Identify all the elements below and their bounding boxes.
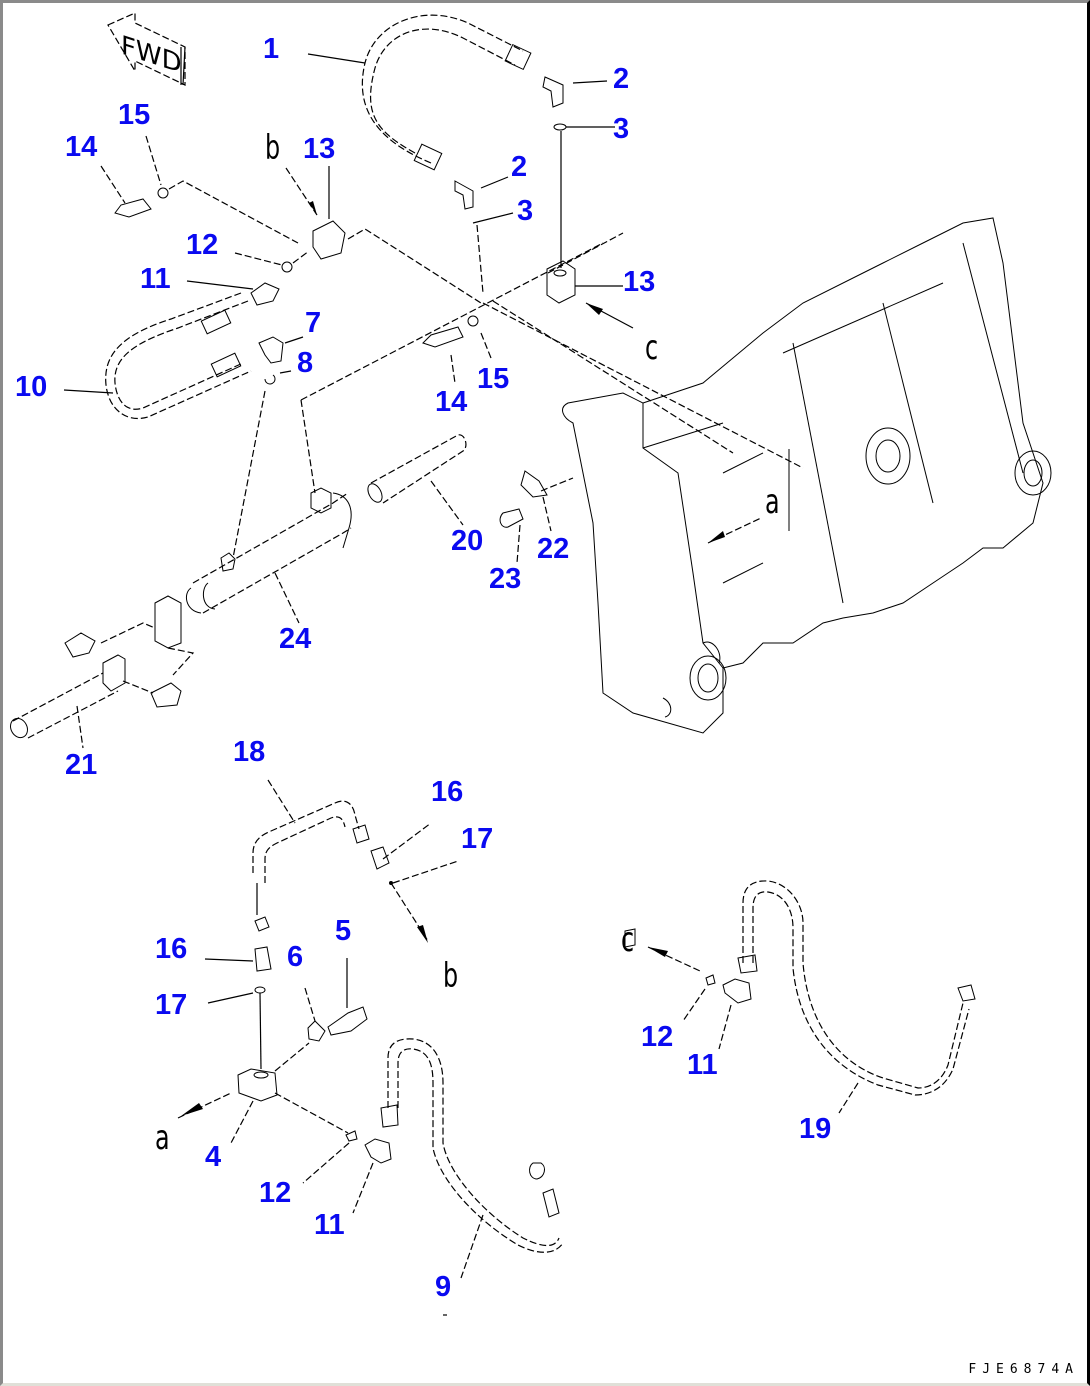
callout-11[interactable]: 11 [140,263,171,295]
hose-9 [380,1038,564,1316]
callout-24[interactable]: 24 [279,623,312,655]
callout-6[interactable]: 6 [287,941,304,973]
callout-3[interactable]: 3 [517,195,534,227]
callout-11[interactable]: 11 [687,1049,718,1081]
reference-a: a [155,1118,170,1158]
hose-1 [307,14,532,171]
fwd-arrow-icon: FWD [107,12,186,86]
callout-19[interactable]: 19 [799,1113,832,1145]
block-4-assembly [177,958,368,1144]
callout-2[interactable]: 2 [511,151,528,183]
callout-10[interactable]: 10 [15,371,48,403]
cross-connection-lines [300,232,804,469]
callout-5[interactable]: 5 [335,915,352,947]
callout-17[interactable]: 17 [461,823,494,855]
callout-16[interactable]: 16 [155,933,188,965]
callout-12[interactable]: 12 [186,229,219,261]
reference-b: b [443,956,459,996]
bolt-washer-mid [422,315,574,564]
reference-c: c [645,328,659,368]
callout-20[interactable]: 20 [451,525,484,557]
callout-1[interactable]: 1 [263,33,280,65]
callout-17[interactable]: 17 [155,989,188,1021]
callout-12[interactable]: 12 [259,1177,292,1209]
tube-18 [204,779,459,1070]
elbow-fitting-2b [454,176,514,294]
callout-12[interactable]: 12 [641,1021,674,1053]
reference-b: b [265,128,281,168]
upper-left-connection [100,135,482,306]
callout-2[interactable]: 2 [613,63,630,95]
callout-16[interactable]: 16 [431,776,464,808]
callout-23[interactable]: 23 [489,563,522,595]
callout-3[interactable]: 3 [613,113,630,145]
callout-14[interactable]: 14 [435,386,468,418]
callout-22[interactable]: 22 [537,533,570,565]
block-13-right [546,260,634,329]
reference-a: a [765,482,780,522]
pin-20 [367,434,467,526]
elbow-11-12-right [624,928,752,1050]
diagram-linework: FWD [10,12,1052,1316]
loader-frame [562,217,1052,734]
callout-18[interactable]: 18 [233,736,266,768]
reference-c: c [621,920,635,960]
callout-13[interactable]: 13 [303,133,336,165]
callout-8[interactable]: 8 [297,347,314,379]
callout-21[interactable]: 21 [65,749,98,781]
callout-9[interactable]: 9 [435,1271,452,1303]
fitting-7-8 [232,336,304,559]
hose-10 [63,292,252,419]
callout-11[interactable]: 11 [314,1209,345,1241]
fwd-label: FWD [121,30,182,80]
callout-15[interactable]: 15 [118,99,151,131]
pin-21-assembly [10,595,195,749]
callout-7[interactable]: 7 [305,307,322,339]
elbow-fitting-2a [542,76,615,268]
callout-4[interactable]: 4 [205,1141,222,1173]
callout-13[interactable]: 13 [623,266,656,298]
callout-14[interactable]: 14 [65,131,98,163]
cylinder-24 [185,399,352,624]
elbow-11-12-lower [302,1130,392,1214]
callout-15[interactable]: 15 [477,363,510,395]
hose-19 [737,880,976,1114]
drawing-code: FJE6874A [968,1362,1079,1377]
